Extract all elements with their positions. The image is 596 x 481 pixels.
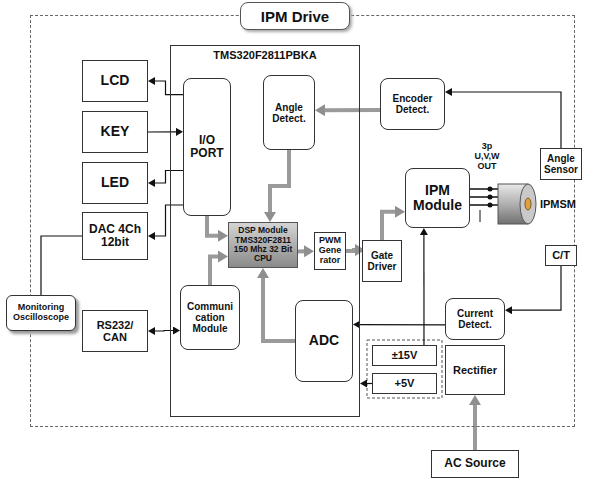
process-box: ADC xyxy=(295,300,353,382)
block-text: LCD xyxy=(85,73,145,88)
process-box: Communi cation Module xyxy=(180,285,240,350)
signal-line xyxy=(148,131,176,132)
drive-enclosure: IPM DriveLCDKEYLEDDAC 4Ch 12bitRS232/ CA… xyxy=(30,15,575,427)
sensor-box: Angle Sensor xyxy=(540,148,582,180)
block-heading: TMS320F2811PBKA xyxy=(171,49,359,61)
dsp-board: TMS320F2811PBKA I/O PORT Angle Detect. DSP … xyxy=(170,45,360,417)
block-text: Angle Sensor xyxy=(543,153,579,175)
sensor-box: C/T xyxy=(545,245,577,266)
signal-line xyxy=(452,92,561,148)
block-text: C/T xyxy=(548,249,574,261)
process-box: Gate Driver xyxy=(362,240,402,282)
signal-line xyxy=(512,266,561,310)
block-text: I/O PORT xyxy=(186,134,228,160)
process-box: I/O PORT xyxy=(183,78,231,216)
motor-shaft xyxy=(525,198,531,210)
bus-arrow xyxy=(325,108,380,112)
block-text: Angle Detect. xyxy=(266,102,312,124)
output-label: 3p U,V,W OUT xyxy=(471,142,503,172)
power-supply-group xyxy=(367,340,442,398)
source-box: AC Source xyxy=(431,450,519,478)
signal-line xyxy=(360,324,445,325)
block-text: KEY xyxy=(85,124,145,139)
current-tap xyxy=(480,210,481,222)
block-heading: IPM Drive xyxy=(240,2,350,30)
process-box: Rectifier xyxy=(445,345,505,395)
block-text: PWM Gene rator xyxy=(317,236,343,266)
io-box: RS232/ CAN xyxy=(82,310,148,352)
block-text: Gate Driver xyxy=(365,250,399,272)
process-box: Angle Detect. xyxy=(263,75,315,150)
signal-line xyxy=(155,81,183,95)
process-box: Current Detect. xyxy=(445,298,505,340)
block-text: ADC xyxy=(298,333,350,348)
block-text: Monitoring Oscilloscope xyxy=(9,303,73,323)
io-box: LCD xyxy=(82,60,148,102)
block-text: Communi cation Module xyxy=(183,301,237,334)
bus-arrow xyxy=(473,405,477,450)
block-text: Current Detect. xyxy=(448,308,502,330)
instrument-box: Monitoring Oscilloscope xyxy=(6,295,76,331)
bus-arrow xyxy=(270,150,289,212)
block-text: AC Source xyxy=(434,457,516,470)
bus-arrow xyxy=(263,278,295,341)
block-text: ±15V xyxy=(375,349,434,361)
bus-arrow xyxy=(298,249,304,253)
block-text: LED xyxy=(85,175,145,190)
io-box: LED xyxy=(82,162,148,204)
bus-arrow xyxy=(346,248,355,253)
process-box: PWM Gene rator xyxy=(314,232,346,270)
block-text: RS232/ CAN xyxy=(85,319,145,343)
block-text: +5V xyxy=(375,377,434,389)
signal-line xyxy=(155,205,183,236)
motor-label: IPMSM xyxy=(534,198,582,210)
motor-face xyxy=(520,184,536,224)
cpu-box: DSP Module TMS320F2811 150 Mhz 32 Bit CP… xyxy=(228,222,298,268)
bus-arrow xyxy=(210,257,218,286)
signal-line xyxy=(41,236,82,295)
phase-wire xyxy=(470,196,500,198)
wire-dot xyxy=(488,187,493,192)
process-box: Encoder Detect. xyxy=(380,78,445,130)
supply-box: ±15V xyxy=(372,345,437,366)
bus-arrow xyxy=(207,216,218,236)
bus-arrow xyxy=(382,212,395,240)
signal-line xyxy=(155,171,183,184)
supply-box: +5V xyxy=(372,373,437,394)
block-text: DSP Module TMS320F2811 150 Mhz 32 Bit CP… xyxy=(231,226,295,263)
block-text: Encoder Detect. xyxy=(383,93,442,115)
wire-dot xyxy=(488,195,493,200)
process-box: IPM Module xyxy=(405,168,470,228)
phase-wire xyxy=(470,204,500,206)
block-text: DAC 4Ch 12bit xyxy=(85,223,145,249)
phase-wire xyxy=(470,188,500,190)
block-text: IPM Module xyxy=(408,183,467,214)
block-text: Rectifier xyxy=(448,364,502,376)
signal-line xyxy=(423,235,424,345)
io-box: DAC 4Ch 12bit xyxy=(82,212,148,260)
wire-dot xyxy=(488,203,493,208)
io-box: KEY xyxy=(82,111,148,153)
